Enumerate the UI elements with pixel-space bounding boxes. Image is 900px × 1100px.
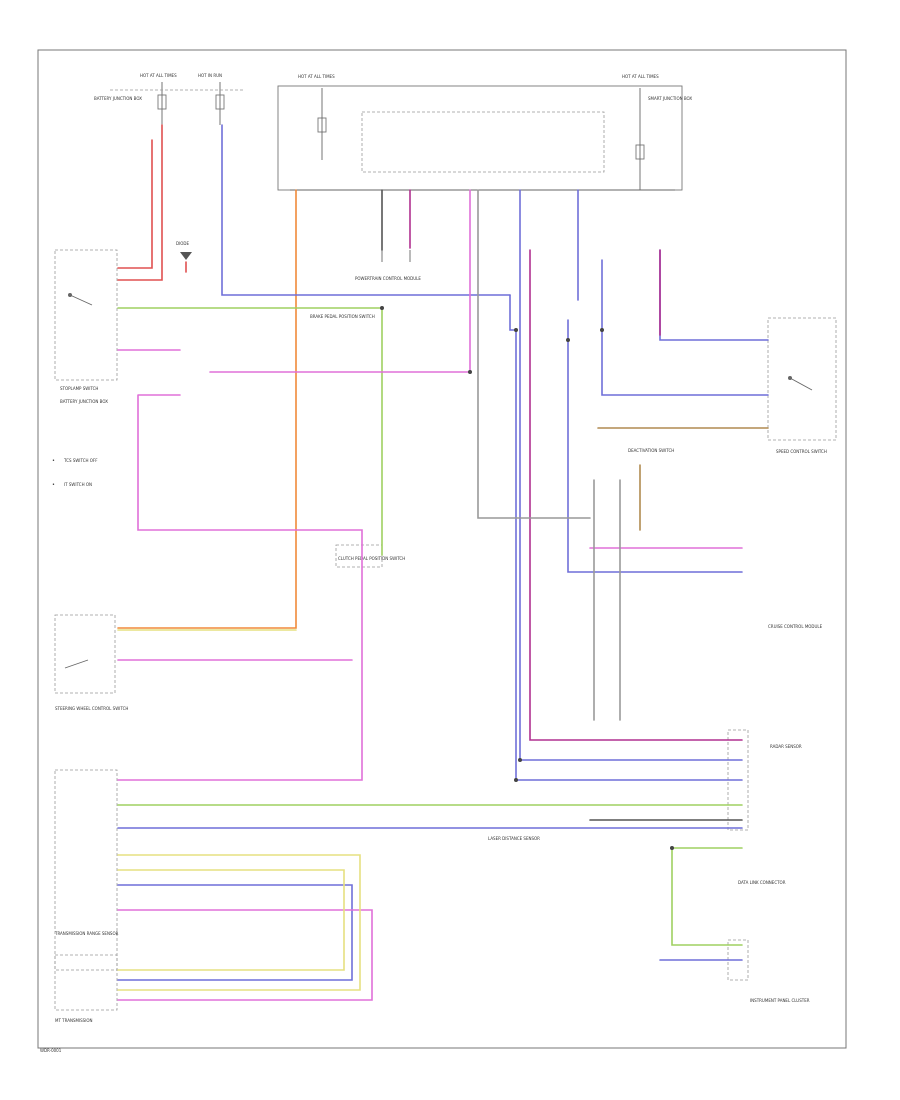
data-link-label: DATA LINK CONNECTOR [738, 880, 786, 885]
lower-right-modules: RADAR SENSOR LASER DISTANCE SENSOR DATA … [488, 729, 810, 1003]
transmission-label: TRANSMISSION RANGE SENSOR [54, 931, 119, 936]
connector-outline [54, 769, 118, 971]
blue-wire [509, 294, 743, 781]
bpp-switch-outline [54, 614, 116, 694]
mt-transmission-label: MT TRANSMISSION [55, 1018, 93, 1023]
smart-jb-label: SMART JUNCTION BOX [648, 96, 692, 101]
splice-dot [670, 846, 674, 850]
splice-dot [566, 338, 570, 342]
legend-item-tcs-off: TCS SWITCH OFF [63, 458, 98, 463]
hot-in-run-label-1: HOT IN RUN [198, 73, 222, 78]
switch-contact [69, 294, 93, 306]
orange-wire [117, 189, 297, 629]
red-wire [117, 124, 163, 281]
switch-pivot [788, 376, 792, 380]
pink-wire [117, 394, 363, 781]
top-left-sources: HOT AT ALL TIMES HOT IN RUN BATTERY JUNC… [94, 73, 245, 125]
hot-at-all-times-label-2: HOT AT ALL TIMES [298, 74, 335, 79]
deactivation-switch-label: DEACTIVATION SWITCH [628, 448, 674, 453]
yellow-wire [117, 854, 361, 991]
brake-switch-label: STOPLAMP SWITCH [60, 386, 98, 391]
red-wire [117, 139, 153, 269]
radar-label: RADAR SENSOR [770, 744, 802, 749]
switch-pivot [68, 293, 72, 297]
purple-wire [529, 249, 743, 741]
speed-switch-outline [767, 317, 837, 441]
pink-wire [117, 909, 373, 1001]
mt-connector-outline [54, 954, 118, 1011]
splice-dot [514, 778, 518, 782]
blue-wire [659, 249, 769, 341]
fuse-icon [157, 94, 167, 110]
legend-bullet: • [52, 482, 55, 488]
clutch-switch-outline [335, 544, 383, 568]
splice-dot [600, 328, 604, 332]
hot-at-all-times-label-3: HOT AT ALL TIMES [622, 74, 659, 79]
splice-dot [380, 306, 384, 310]
splice-dot [468, 370, 472, 374]
steering-module-label: STEERING WHEEL CONTROL SWITCH [55, 706, 128, 711]
clutch-switch-label: CLUTCH PEDAL POSITION SWITCH [338, 556, 405, 561]
stoplamp-left-label: BATTERY JUNCTION BOX [60, 399, 108, 404]
pcm-label: POWERTRAIN CONTROL MODULE [355, 276, 421, 281]
switch-contact [789, 377, 813, 391]
speed-switch-label: SPEED CONTROL SWITCH [776, 449, 827, 454]
smart-junction-box-outline [277, 85, 683, 191]
speed-control-switch: SPEED CONTROL SWITCH DEACTIVATION SWITCH… [628, 317, 837, 629]
lower-left-connector: TRANSMISSION RANGE SENSOR MT TRANSMISSIO… [40, 769, 119, 1053]
blue-wire [519, 189, 743, 761]
blue-wire [221, 124, 511, 296]
switch-contact [64, 659, 89, 669]
gray-wire [477, 189, 591, 519]
instrument-cluster-label: INSTRUMENT PANEL CLUSTER [750, 998, 810, 1003]
cruise-module-label: CRUISE CONTROL MODULE [768, 624, 823, 629]
blue-wire [601, 259, 769, 396]
page-code: WDR-0001 [40, 1048, 62, 1053]
laser-module-label: LASER DISTANCE SENSOR [488, 836, 540, 841]
splice-dot [518, 758, 522, 762]
green-wire [117, 307, 383, 556]
legend-bullet: • [52, 458, 55, 464]
brake-pedal-sensor-label: BRAKE PEDAL POSITION SWITCH [310, 314, 375, 319]
yellow-wire [117, 869, 345, 971]
battery-jb-label: BATTERY JUNCTION BOX [94, 96, 142, 101]
legend-item-it-on: IT SWITCH ON [64, 482, 92, 487]
green-wire [671, 847, 743, 946]
internal-relay-box [361, 111, 605, 173]
central-fuse-box: HOT AT ALL TIMES HOT AT ALL TIMES SMART … [277, 74, 692, 191]
splice-dot [514, 328, 518, 332]
stoplamp-switch-outline [54, 249, 118, 381]
blue-wire [117, 884, 353, 981]
diagram-frame [37, 49, 847, 1049]
wire-group [117, 124, 769, 1001]
legend: • TCS SWITCH OFF • IT SWITCH ON [52, 458, 98, 488]
diode-icon [180, 252, 192, 260]
stoplamp-switch: STOPLAMP SWITCH BATTERY JUNCTION BOX DIO… [54, 241, 192, 404]
middle-components: BRAKE PEDAL POSITION SWITCH CLUTCH PEDAL… [310, 250, 421, 568]
brake-position-switch: STEERING WHEEL CONTROL SWITCH [54, 614, 128, 711]
diode-label: DIODE [176, 241, 189, 246]
blue-wire [567, 319, 743, 573]
fuse-icon [215, 94, 225, 110]
hot-at-all-times-label-1: HOT AT ALL TIMES [140, 73, 177, 78]
